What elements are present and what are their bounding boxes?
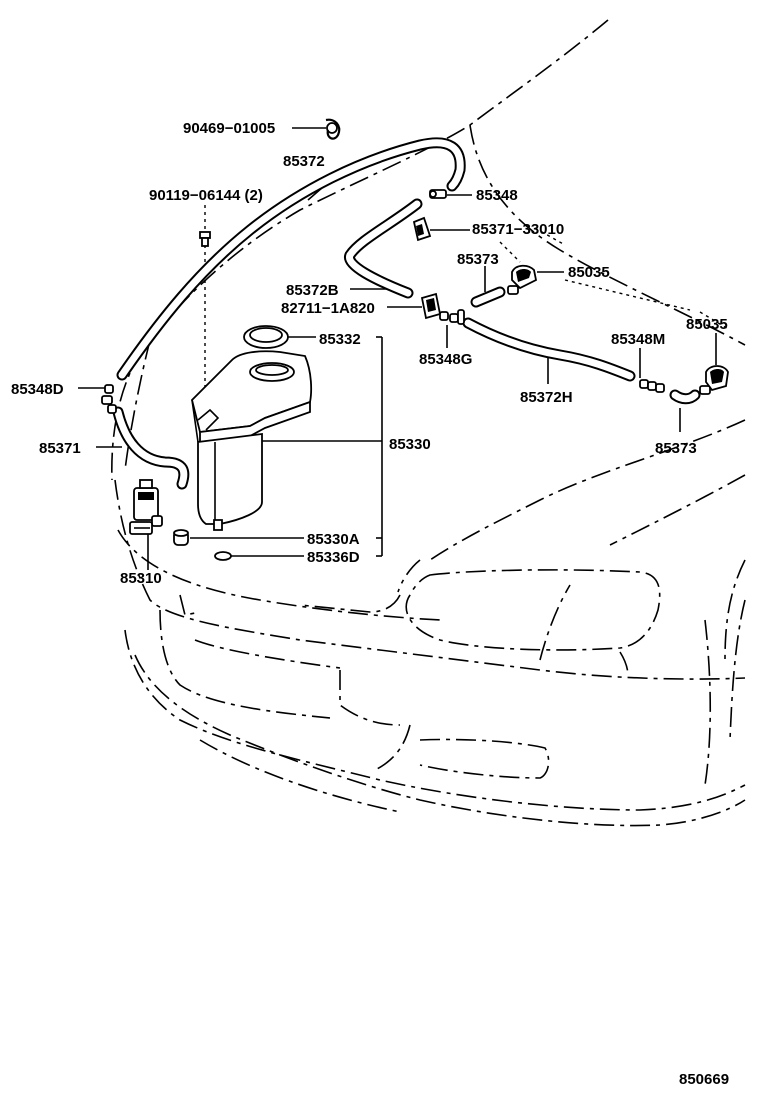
label-85371-33010: 85371−33010 [472, 221, 564, 238]
label-85310: 85310 [120, 570, 162, 587]
figure-number: 850669 [679, 1071, 729, 1088]
car-body-outline [111, 19, 746, 827]
label-90119-06144: 90119−06144 (2) [149, 187, 263, 204]
washer-pump-85310 [129, 479, 163, 535]
label-90469-01005: 90469−01005 [183, 120, 275, 137]
washer-tank-85330 [191, 350, 313, 531]
check-valve-85348D [101, 384, 117, 414]
washer-nozzle-85035-right [699, 365, 729, 395]
hose-85372 [116, 137, 466, 381]
label-85348: 85348 [476, 187, 518, 204]
check-valve-85348 [429, 189, 447, 199]
label-85372H: 85372H [520, 389, 573, 406]
label-85373-bottom: 85373 [655, 440, 697, 457]
part-labels: 90469−01005 85372 90119−06144 (2) 85348 … [11, 120, 729, 1088]
hose-85372B [344, 198, 423, 299]
label-85035-right: 85035 [686, 316, 728, 333]
bolt-90119 [199, 231, 211, 247]
hose-85371 [112, 406, 190, 490]
leader-lines [78, 127, 731, 570]
hose-85373-bottom [669, 389, 701, 405]
label-85348G: 85348G [419, 351, 472, 368]
tank-cap-85332 [243, 325, 289, 349]
hose-85373-top [470, 286, 506, 308]
label-85330: 85330 [389, 436, 431, 453]
label-85332: 85332 [319, 331, 361, 348]
hose-85372H [462, 317, 636, 382]
label-85336D: 85336D [307, 549, 360, 566]
label-85348M: 85348M [611, 331, 665, 348]
clip-90469 [325, 118, 341, 140]
check-valve-85348G [439, 309, 465, 325]
label-85372B: 85372B [286, 282, 339, 299]
clamp-85371-33010 [412, 216, 432, 242]
label-85372: 85372 [283, 153, 325, 170]
label-85035-top: 85035 [568, 264, 610, 281]
label-85371: 85371 [39, 440, 81, 457]
label-85373-top: 85373 [457, 251, 499, 268]
washer-nozzle-85035-top [507, 264, 538, 295]
label-82711-1A820: 82711−1A820 [281, 300, 375, 317]
label-85348D: 85348D [11, 381, 64, 398]
washer-85336D [214, 551, 232, 561]
label-85330A: 85330A [307, 531, 360, 548]
grommet-85330A [173, 529, 189, 546]
joint-82711 [420, 292, 442, 320]
check-valve-85348M [639, 379, 665, 393]
